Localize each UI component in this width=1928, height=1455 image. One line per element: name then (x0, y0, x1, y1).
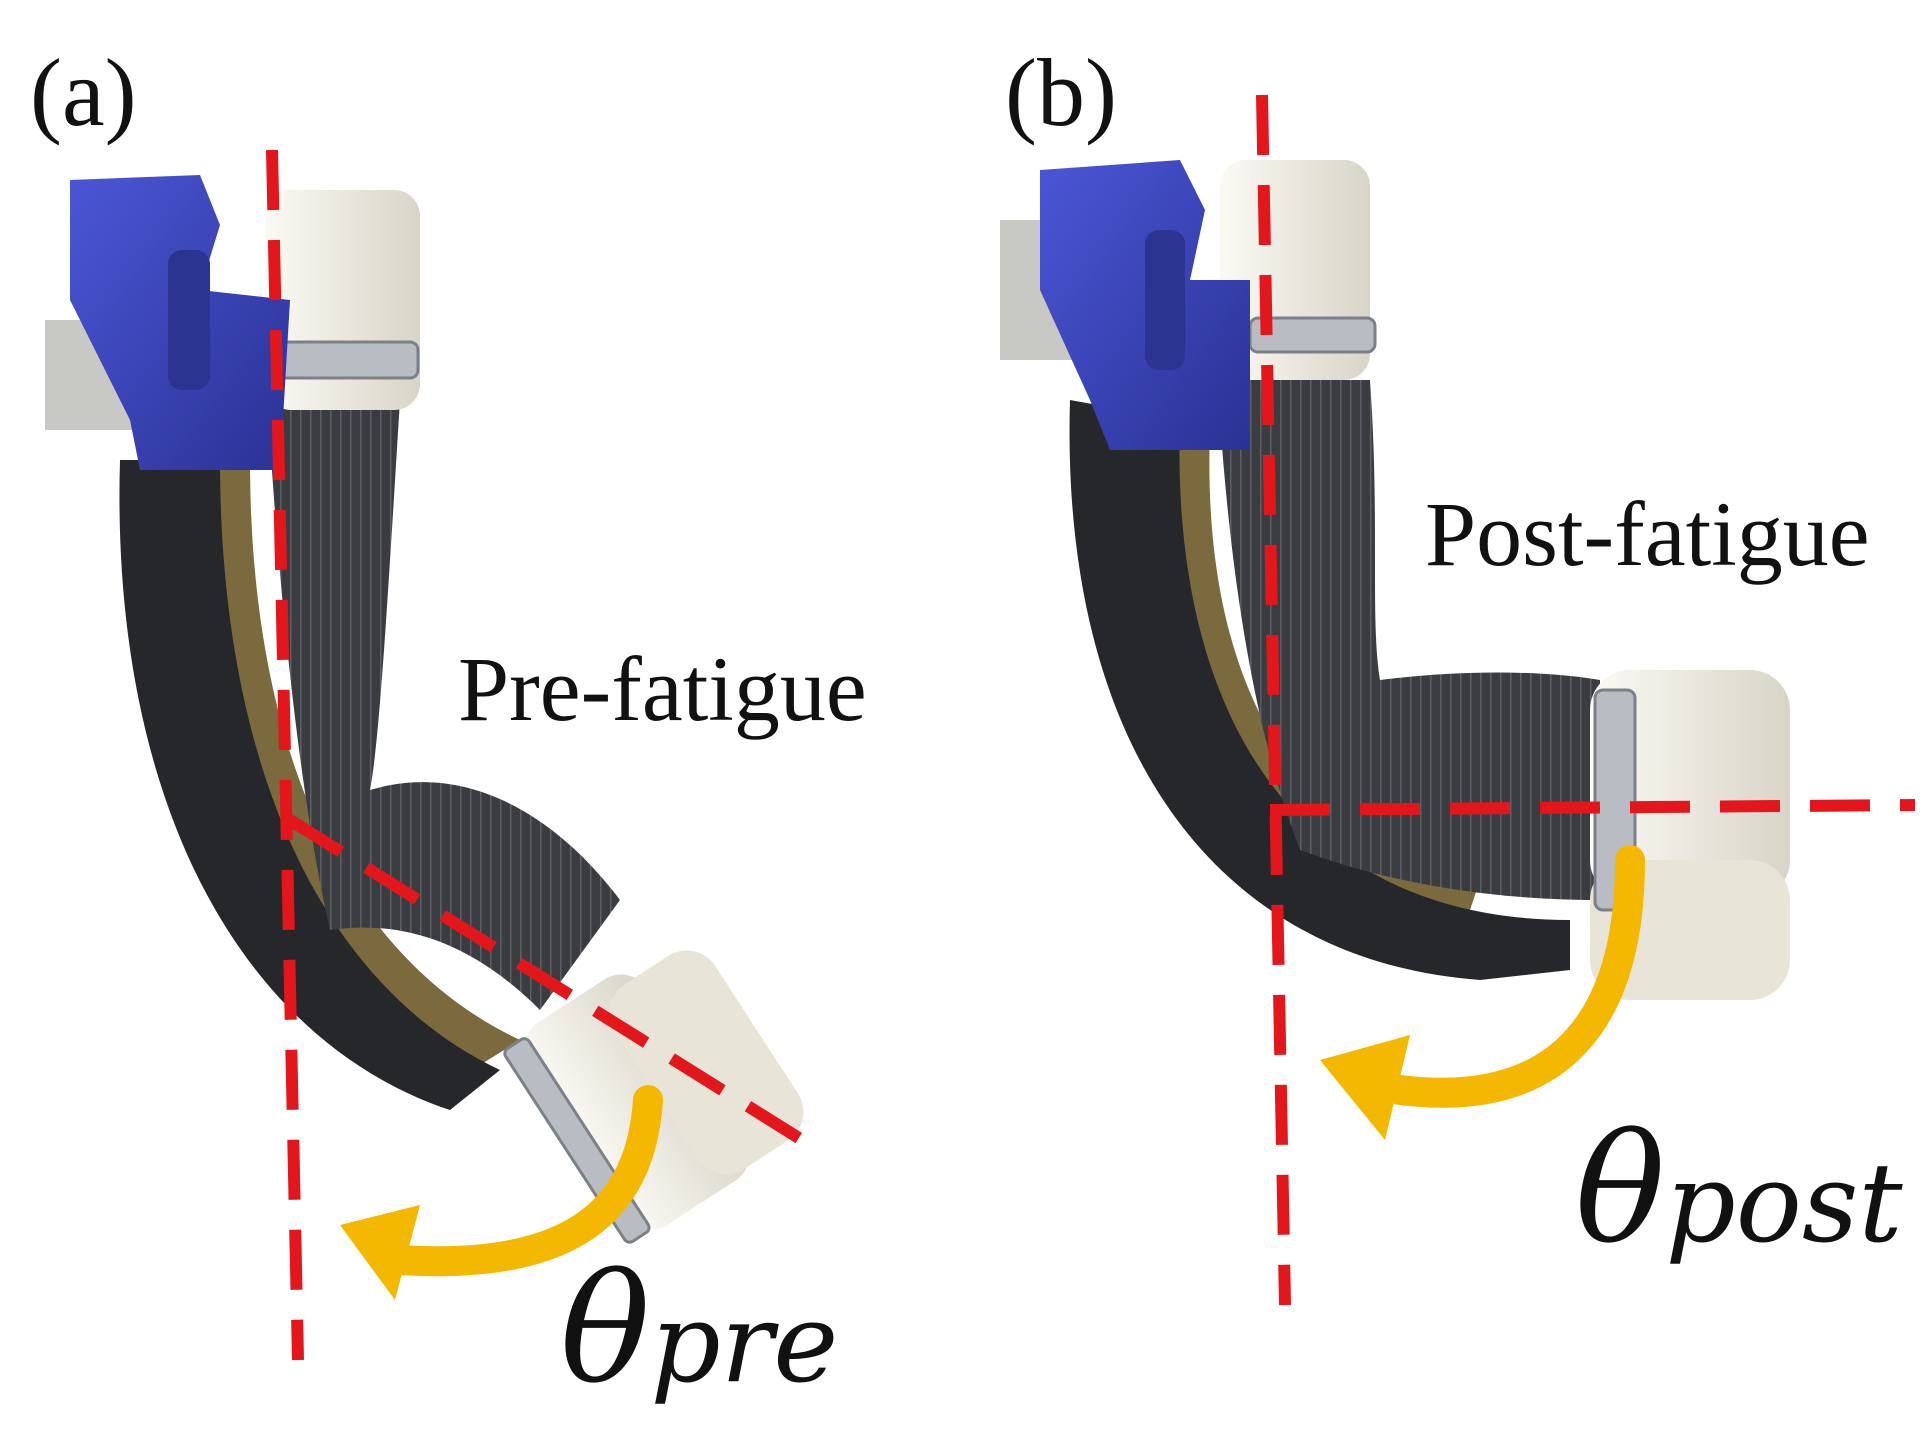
panel-b-label: (b) (1005, 39, 1117, 146)
inner-liner (150, 460, 520, 1090)
theta-post-label: θpost (1575, 1115, 1903, 1265)
theta-subscript: pre (650, 1279, 839, 1407)
tip-axis-line-b (1269, 799, 1916, 816)
top-clamp (266, 340, 420, 380)
vertical-reference-line-b (1256, 94, 1291, 1306)
panel-a-label: (a) (30, 39, 137, 146)
angle-arc-a (385, 1085, 663, 1277)
angle-arrowhead-a (340, 1205, 420, 1300)
theta-symbol: θ (560, 1243, 651, 1417)
theta-subscript: post (1665, 1139, 1903, 1267)
vertical-reference-line-a (266, 149, 304, 1361)
tip-axis-line-a (286, 814, 814, 1151)
theta-symbol: θ (1575, 1103, 1666, 1277)
sleeve-body (1220, 380, 1600, 900)
angle-arc-b (1385, 845, 1645, 1108)
pre-fatigue-label: Pre-fatigue (458, 638, 867, 740)
angle-arrowhead-b (1320, 1035, 1410, 1140)
sleeve-outer (1069, 400, 1570, 980)
clip-slot (168, 250, 210, 390)
clip-slot (1145, 230, 1185, 370)
inner-liner (1100, 430, 1480, 940)
post-fatigue-label: Post-fatigue (1425, 483, 1870, 585)
sleeve-body (240, 400, 620, 1010)
sleeve-outer (119, 460, 500, 1110)
theta-pre-label: θpre (560, 1255, 838, 1405)
